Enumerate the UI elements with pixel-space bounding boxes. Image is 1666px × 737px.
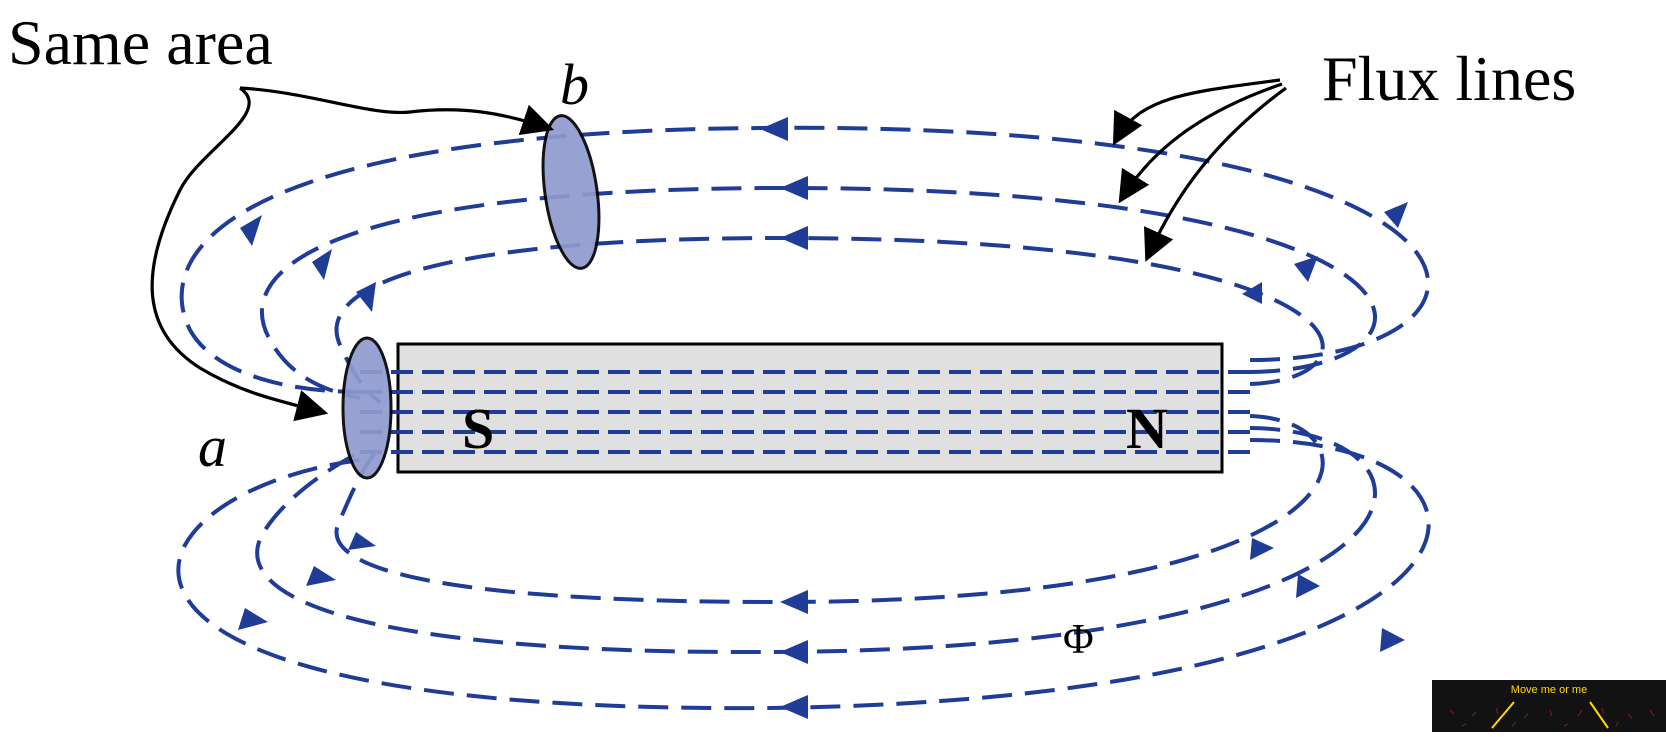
same-area-leader-to-a [152, 88, 322, 412]
flux-line-bottom-outer [178, 440, 1428, 708]
flux-arrow-top-inner [780, 226, 808, 250]
flux-arrow-top-outer [760, 117, 788, 141]
flux-arrow-right-top-inner [1242, 282, 1262, 304]
widget-vector-right [1590, 702, 1608, 728]
move-me-widget[interactable]: Move me or me [1432, 680, 1666, 732]
flux-arrow-right-bottom-inner [1250, 538, 1274, 560]
widget-label: Move me or me [1432, 684, 1666, 696]
flux-lines-leader-1 [1116, 80, 1280, 140]
point-a-label: a [198, 414, 227, 479]
flux-arrow-left-top-middle [312, 249, 332, 280]
south-pole-label: S [462, 396, 494, 461]
same-area-label: Same area [8, 7, 273, 78]
flux-arrow-bottom-middle [780, 640, 808, 664]
widget-vector-left [1492, 702, 1514, 728]
flux-arrow-left-bottom-middle [306, 566, 336, 586]
flux-arrow-right-bottom-outer [1380, 628, 1405, 652]
flux-lines-leader-2 [1122, 84, 1282, 198]
flux-arrow-left-bottom-outer [238, 608, 268, 630]
flux-arrow-bottom-outer [780, 695, 808, 719]
flux-arrow-left-top-outer [240, 215, 262, 246]
flux-arrow-right-bottom-middle [1296, 574, 1320, 598]
flux-symbol-label: Φ [1063, 617, 1094, 663]
flux-lines-label: Flux lines [1322, 43, 1576, 114]
north-pole-label: N [1126, 396, 1168, 461]
flux-arrow-bottom-inner [780, 590, 808, 614]
same-area-leader-to-b [240, 88, 548, 128]
flux-arrow-top-middle [780, 176, 808, 200]
area-disc-a [343, 338, 391, 478]
flux-arrow-left-bottom-inner [348, 532, 376, 550]
point-b-label: b [560, 52, 589, 117]
flux-arrow-right-top-middle [1294, 256, 1318, 282]
area-disc-b [535, 112, 608, 272]
